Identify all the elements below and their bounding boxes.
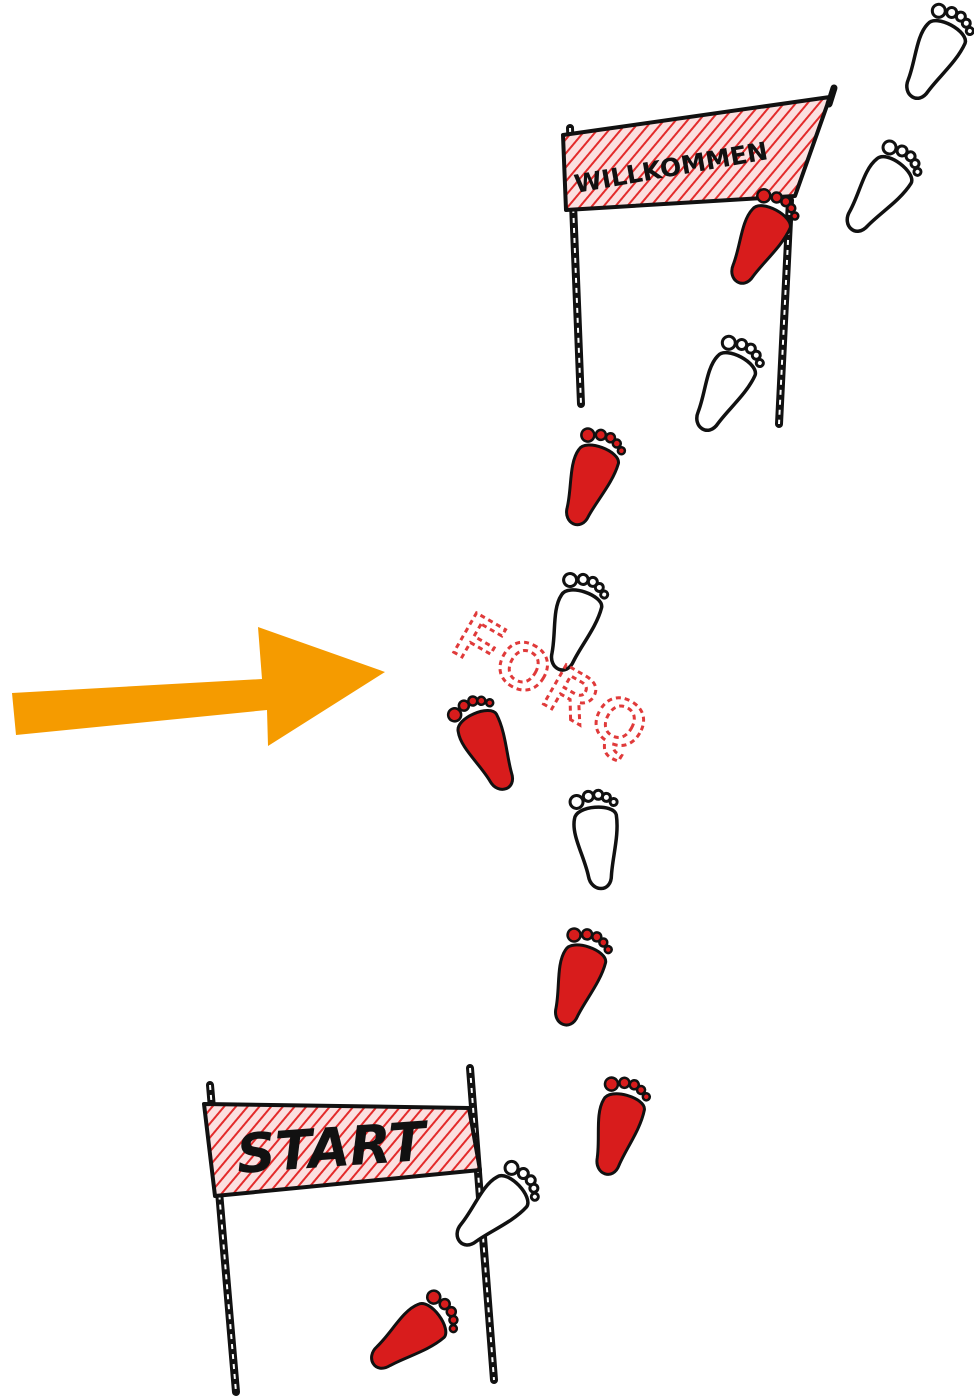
start-banner: START	[204, 1068, 494, 1392]
footprint-icon	[358, 1286, 465, 1381]
footprint-icon	[889, 0, 974, 107]
finish-banner: WILLKOMMEN	[563, 88, 834, 424]
footprint-icon	[549, 423, 629, 532]
footprint-icon	[679, 330, 769, 439]
footprint-icon	[538, 923, 616, 1031]
footprint-icon	[445, 690, 525, 799]
start-banner-label: START	[235, 1110, 432, 1186]
arrow-right-icon	[12, 627, 385, 746]
footprint-icon	[570, 789, 622, 890]
footprint-icon	[830, 135, 928, 241]
footprint-icon	[580, 1072, 654, 1180]
